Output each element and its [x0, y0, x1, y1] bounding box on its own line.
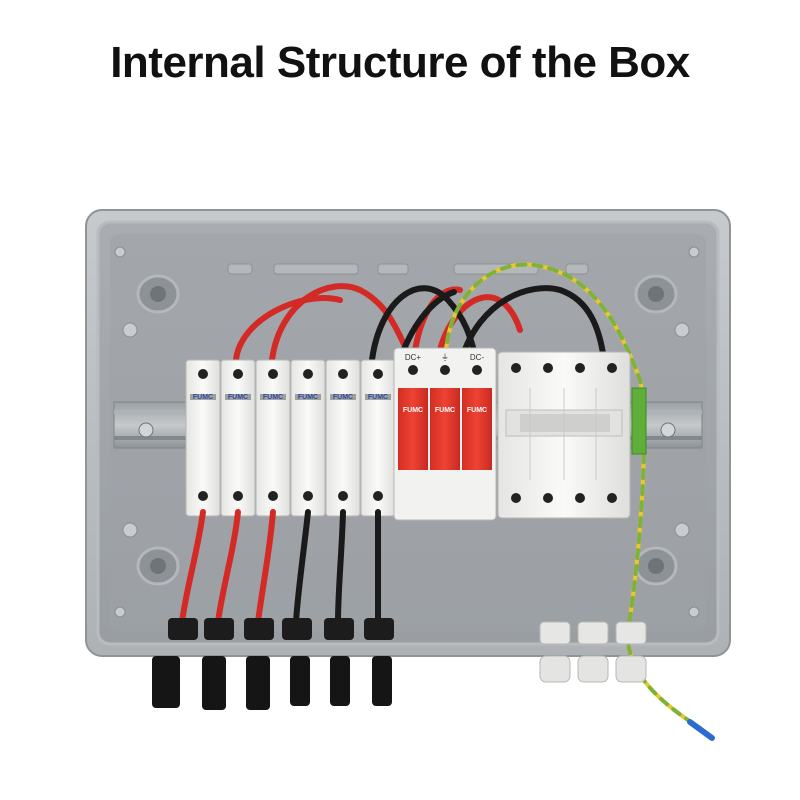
surge-protector: DC+ ⏚ DC- FUMC FUMC FUMC	[393, 347, 497, 521]
spd-terminal-ground: ⏚	[441, 353, 449, 362]
red-input-wires-bottom	[179, 509, 276, 625]
spd-terminal-dc-plus: DC+	[405, 353, 422, 362]
fuse-brand-6: FUMC	[368, 394, 388, 401]
mc4-connectors	[152, 655, 715, 741]
page-title: Internal Structure of the Box	[110, 38, 690, 87]
fuse-brand-5: FUMC	[333, 394, 353, 401]
fuse-holder-2	[220, 359, 256, 517]
black-input-wires-bottom	[293, 509, 382, 625]
fuse-brand-labels: FUMC FUMC FUMC FUMC FUMC FUMC	[193, 394, 388, 401]
fuse-holder-6	[360, 359, 396, 517]
earth-wire	[444, 262, 702, 730]
spd-terminal-dc-minus: DC-	[470, 353, 485, 362]
fuse-holder-4	[290, 359, 326, 517]
spd-brand-2: FUMC	[435, 407, 455, 414]
spd-brand-1: FUMC	[403, 407, 423, 414]
spd-brand-3: FUMC	[467, 407, 487, 414]
fuse-holders: FUMC FUMC FUMC FUMC FUMC FUMC	[185, 359, 396, 517]
dc-breaker	[497, 351, 647, 519]
fuse-holder-1	[185, 359, 221, 517]
fuse-brand-1: FUMC	[193, 394, 213, 401]
fuse-brand-4: FUMC	[298, 394, 318, 401]
fuse-holder-3	[255, 359, 291, 517]
fuse-holder-5	[325, 359, 361, 517]
mounting-bosses	[114, 246, 700, 618]
fuse-brand-2: FUMC	[228, 394, 248, 401]
fuse-brand-3: FUMC	[263, 394, 283, 401]
cable-glands	[168, 618, 647, 645]
